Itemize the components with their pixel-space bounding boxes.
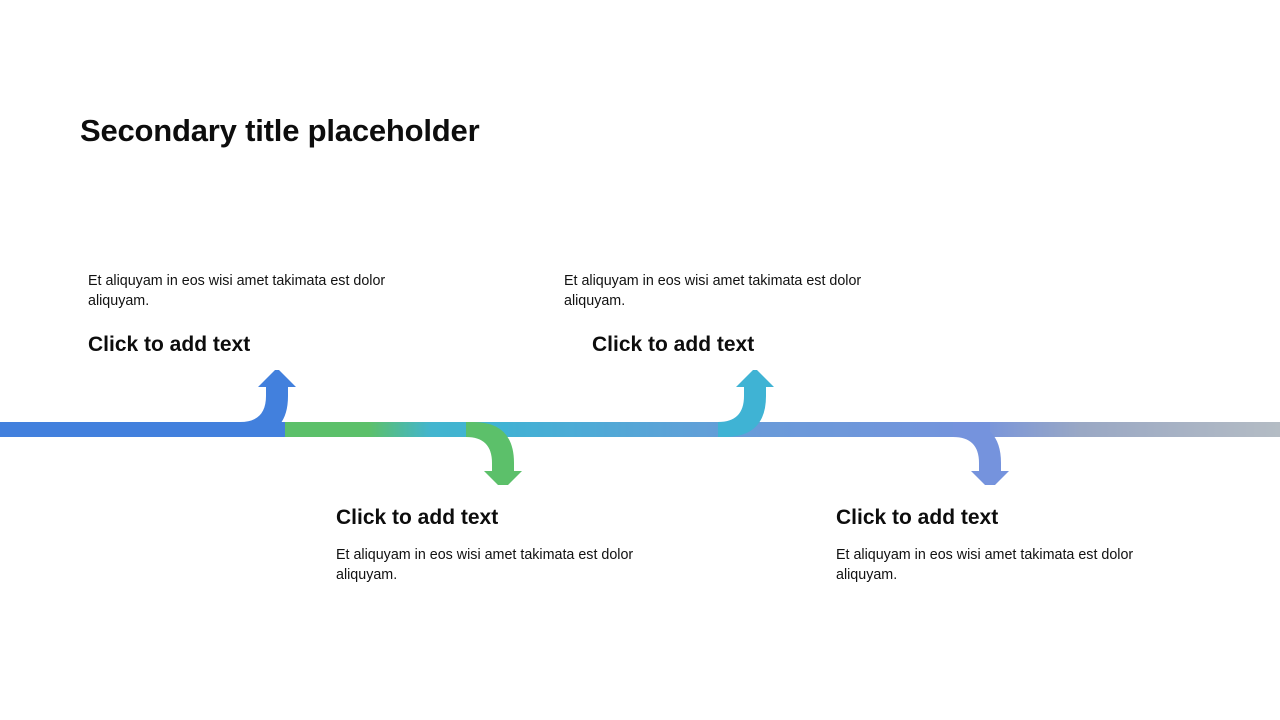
- block-heading[interactable]: Click to add text: [336, 506, 499, 529]
- arrow-up-teal: [718, 370, 774, 437]
- segment-gray: [975, 422, 1280, 437]
- block-body[interactable]: Et aliquyam in eos wisi amet takimata es…: [336, 547, 634, 584]
- block-body[interactable]: Et aliquyam in eos wisi amet takimata es…: [564, 273, 862, 309]
- page-title[interactable]: Secondary title placeholder: [80, 113, 480, 148]
- block-heading[interactable]: Click to add text: [592, 333, 755, 356]
- segment-blue: [0, 422, 285, 437]
- segment-green: [268, 422, 508, 437]
- text-block-bottom-left: Click to add text Et aliquyam in eos wis…: [336, 505, 648, 585]
- text-block-bottom-right: Click to add text Et aliquyam in eos wis…: [836, 505, 1148, 585]
- block-heading[interactable]: Click to add text: [88, 333, 251, 356]
- block-body[interactable]: Et aliquyam in eos wisi amet takimata es…: [836, 547, 1134, 584]
- arrow-down-purple: [953, 422, 1009, 485]
- timeline-graphic: [0, 370, 1280, 485]
- arrow-up-blue: [240, 370, 296, 437]
- text-block-top-left: Et aliquyam in eos wisi amet takimata es…: [88, 271, 400, 358]
- arrow-down-green: [466, 422, 522, 485]
- text-block-top-right: Et aliquyam in eos wisi amet takimata es…: [564, 271, 876, 358]
- block-body[interactable]: Et aliquyam in eos wisi amet takimata es…: [88, 273, 386, 309]
- block-heading[interactable]: Click to add text: [836, 506, 999, 529]
